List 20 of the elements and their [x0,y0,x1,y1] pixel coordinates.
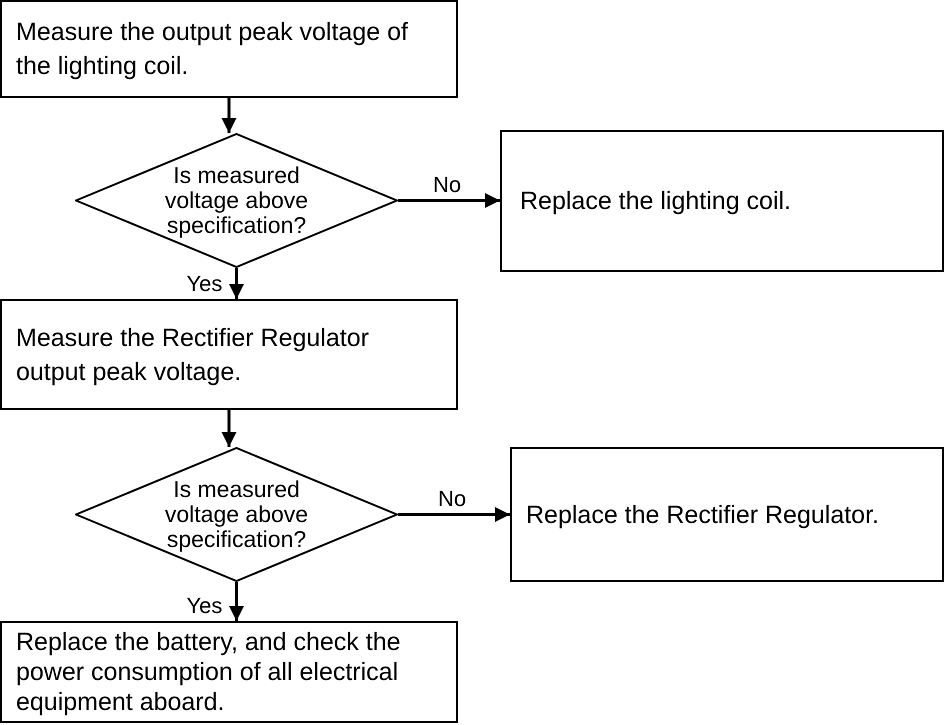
step-text: Is measured voltage above specification? [164,477,310,552]
arrow [398,507,510,522]
decision-diamond [75,133,398,268]
arrow [229,582,244,621]
arrow [229,268,244,299]
arrow [222,410,236,447]
arrow [398,193,500,208]
step-text: Is measured voltage above specification? [164,163,310,238]
process-box [0,621,458,723]
process-box [510,447,944,582]
step-text: Measure the Rectifier Regulator output peak voltage. [16,322,370,388]
process-box [500,130,944,272]
step-text: Replace the Rectifier Regulator. [526,500,879,530]
step-text: Measure the output peak voltage of the lighting coil. [16,17,409,82]
step-text: Replace the lighting coil. [520,186,791,217]
step-text: Replace the battery, and check the power consumption of all electrical equipment aboard. [16,627,402,717]
decision-diamond [75,447,398,582]
process-box [0,0,458,98]
process-box [0,299,458,410]
arrow [222,98,236,133]
